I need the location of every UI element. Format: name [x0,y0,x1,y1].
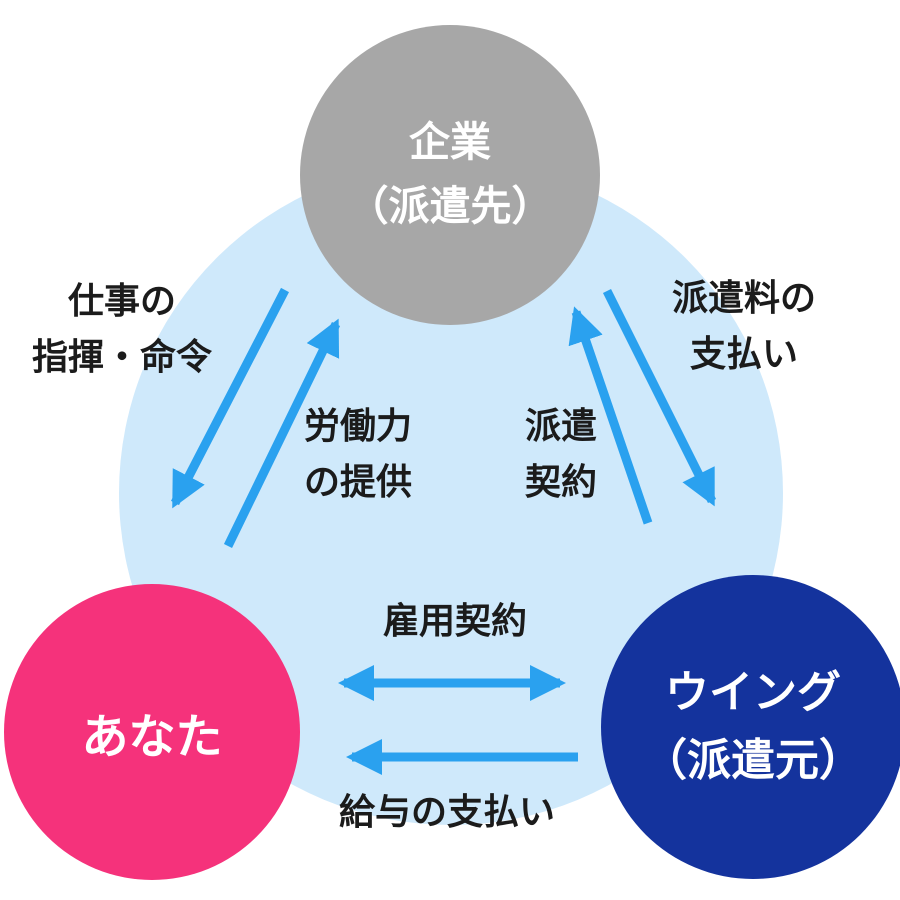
node-wing-name: ウイング [665,666,841,718]
node-company: 企業 （派遣先） [300,25,600,325]
label-dispatch-contract-line1: 派遣 [524,406,598,448]
label-work-orders-line2: 指揮・命令 [31,337,213,378]
label-salary-payment: 給与の支払い [339,785,555,841]
label-work-orders: 仕事の 指揮・命令 [32,274,212,386]
label-salary-payment-text: 給与の支払い [338,792,556,834]
label-labor-provision: 労働力 の提供 [304,399,412,511]
label-employment-contract: 雇用契約 [383,594,527,650]
label-dispatch-fee-line1: 派遣料の [671,278,817,320]
label-labor-provision-line2: の提供 [303,462,413,503]
node-you: あなた [4,584,300,880]
node-company-role: （派遣先） [347,182,553,230]
node-wing: ウイング （派遣元） [601,575,900,879]
label-labor-provision-line1: 労働力 [303,406,413,448]
label-dispatch-contract-line2: 契約 [524,462,598,503]
label-dispatch-contract: 派遣 契約 [525,399,597,511]
label-dispatch-fee: 派遣料の 支払い [672,271,816,383]
label-employment-contract-text: 雇用契約 [382,601,528,643]
node-wing-role: （派遣元） [643,735,863,786]
label-dispatch-fee-line2: 支払い [689,334,799,375]
label-work-orders-line1: 仕事の [67,281,177,323]
node-company-name: 企業 [409,118,491,167]
node-you-name: あなた [81,709,223,765]
